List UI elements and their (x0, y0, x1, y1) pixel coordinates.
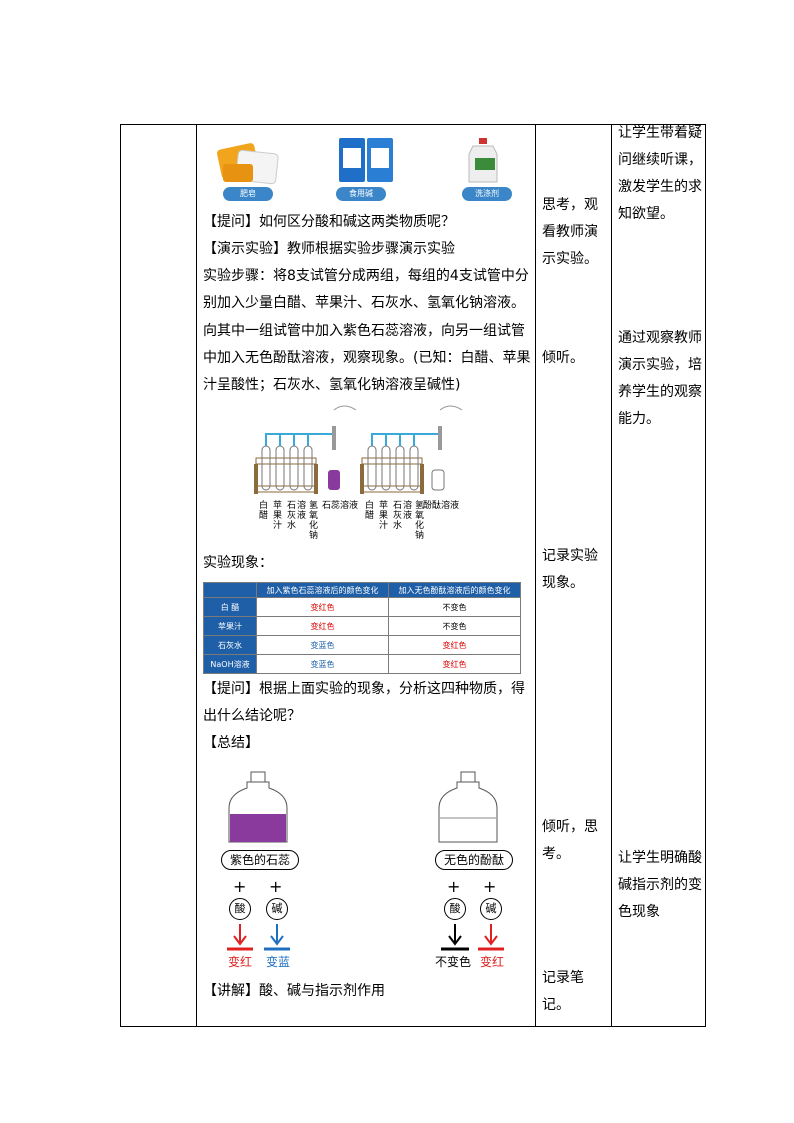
base-circle: 碱 (480, 898, 502, 920)
table-header-cell: 加入紫色石蕊溶液后的颜色变化 (256, 582, 389, 598)
litmus-cell: 变红色 (256, 597, 389, 617)
tube-label: 氢 氧 化 钠 (309, 501, 319, 541)
arrow-down-icon (441, 924, 469, 951)
litmus-bottle (228, 771, 288, 843)
tube-label: 溶 液 (297, 501, 307, 521)
observe-label: 实验现象： (203, 555, 273, 571)
plus-icon: + (483, 877, 497, 896)
table-bottom-border (120, 1026, 706, 1027)
tube-label: 石 灰 水 (393, 501, 403, 531)
tube-label: 白 醋 (365, 501, 375, 521)
soda-label: 食用碱 (336, 187, 386, 201)
soda-image (339, 138, 393, 182)
right-rack (360, 405, 463, 494)
product-images (217, 138, 498, 185)
row-name: 白 醋 (203, 597, 257, 617)
student-activity: 思考，观看教师演示实验。 (542, 197, 598, 267)
result-label: 变红 (480, 955, 505, 969)
result-label: 变蓝 (266, 955, 291, 969)
bottle-label-litmus: 石蕊溶液 (322, 501, 359, 511)
demo-line: 【演示实验】教师根据实验步骤演示实验 (203, 241, 455, 257)
tube-label: 石 灰 水 (287, 501, 297, 531)
base-circle: 碱 (266, 898, 288, 920)
question2-line-2: 出什么结论呢？ (203, 708, 301, 724)
tube-label: 苹 果 汁 (273, 501, 283, 531)
explain-line: 【讲解】酸、碱与指示剂作用 (203, 983, 385, 999)
phenol-cell: 不变色 (388, 597, 521, 617)
col-border-3 (535, 124, 536, 1027)
arrow-down-icon (478, 924, 504, 951)
litmus-cell: 变蓝色 (256, 654, 389, 674)
student-activity: 倾听，思考。 (542, 819, 598, 862)
tube-label: 白 醋 (259, 501, 269, 521)
design-purpose: 让学生带着疑问继续听课，激发学生的求知欲望。 (618, 125, 702, 222)
student-activity: 记录笔记。 (542, 970, 584, 1013)
plus-icon: + (447, 877, 461, 896)
design-purpose: 让学生明确酸碱指示剂的变色现象 (618, 850, 702, 920)
acid-circle: 酸 (229, 898, 251, 920)
col-border-4 (611, 124, 612, 1027)
phenol-cell: 变红色 (388, 635, 521, 655)
tube-label: 氢 氧 化 钠 (415, 501, 425, 541)
plus-icon: + (233, 877, 247, 896)
arrow-down-icon (227, 924, 253, 951)
tube-label: 苹 果 汁 (379, 501, 389, 531)
plus-icon: + (269, 877, 283, 896)
summary-heading: 【总结】 (203, 735, 259, 751)
table-row: 白 醋 变红色 不变色 (203, 597, 521, 617)
question2-line-1: 【提问】根据上面实验的现象，分析这四种物质，得 (203, 681, 525, 697)
tube-label: 溶 液 (403, 501, 413, 521)
result-label: 不变色 (435, 955, 472, 969)
row-name: NaOH溶液 (203, 654, 257, 674)
table-header-cell: 加入无色酚酞溶液后的颜色变化 (388, 582, 521, 598)
steps-line-5: 汁呈酸性；石灰水、氢氧化钠溶液呈碱性) (203, 377, 461, 393)
litmus-indicator-label: 紫色的石蕊 (221, 850, 299, 870)
indicator-bottles (228, 771, 498, 843)
soap-image (217, 143, 279, 185)
student-activity: 倾听。 (542, 350, 584, 366)
left-rack (254, 405, 357, 494)
detergent-label: 洗涤剂 (462, 187, 512, 201)
steps-line-4: 中加入无色酚酞溶液，观察现象。(已知：白醋、苹果 (203, 350, 531, 366)
table-header-cell (203, 582, 257, 598)
steps-line-2: 别加入少量白醋、苹果汁、石灰水、氢氧化钠溶液。 (203, 295, 525, 311)
row-name: 石灰水 (203, 635, 257, 655)
bottle-label-phenol: 酚酞溶液 (423, 501, 460, 511)
row-name: 苹果汁 (203, 616, 257, 636)
litmus-cell: 变蓝色 (256, 635, 389, 655)
table-header-row: 加入紫色石蕊溶液后的颜色变化 加入无色酚酞溶液后的颜色变化 (203, 582, 521, 598)
litmus-cell: 变红色 (256, 616, 389, 636)
phenol-indicator-label: 无色的酚酞 (435, 850, 513, 870)
test-tube-apparatus (254, 405, 463, 494)
steps-line-3: 向其中一组试管中加入紫色石蕊溶液，向另一组试管 (203, 323, 525, 339)
col-border-1 (120, 124, 121, 1027)
table-row: 石灰水 变蓝色 变红色 (203, 635, 521, 655)
detergent-image (468, 138, 498, 183)
table-top-border (120, 124, 706, 125)
table-row: 苹果汁 变红色 不变色 (203, 616, 521, 636)
design-purpose: 通过观察教师演示实验，培养学生的观察能力。 (618, 330, 702, 427)
table-row: NaOH溶液 变蓝色 变红色 (203, 654, 521, 674)
phenol-cell: 不变色 (388, 616, 521, 636)
col-border-5 (705, 124, 706, 1027)
phenol-cell: 变红色 (388, 654, 521, 674)
question-line: 【提问】如何区分酸和碱这两类物质呢？ (203, 214, 455, 230)
student-activity: 记录实验现象。 (542, 548, 598, 591)
col-border-2 (196, 124, 197, 1027)
phenol-bottle (438, 771, 498, 843)
soap-label: 肥皂 (223, 187, 273, 201)
observation-table: 加入紫色石蕊溶液后的颜色变化 加入无色酚酞溶液后的颜色变化 白 醋 变红色 不变… (203, 582, 521, 674)
arrow-down-icon (264, 924, 290, 951)
result-arrows (227, 924, 504, 951)
acid-circle: 酸 (444, 898, 466, 920)
steps-line-1: 实验步骤：将8支试管分成两组，每组的4支试管中分 (203, 268, 529, 284)
result-label: 变红 (228, 955, 253, 969)
